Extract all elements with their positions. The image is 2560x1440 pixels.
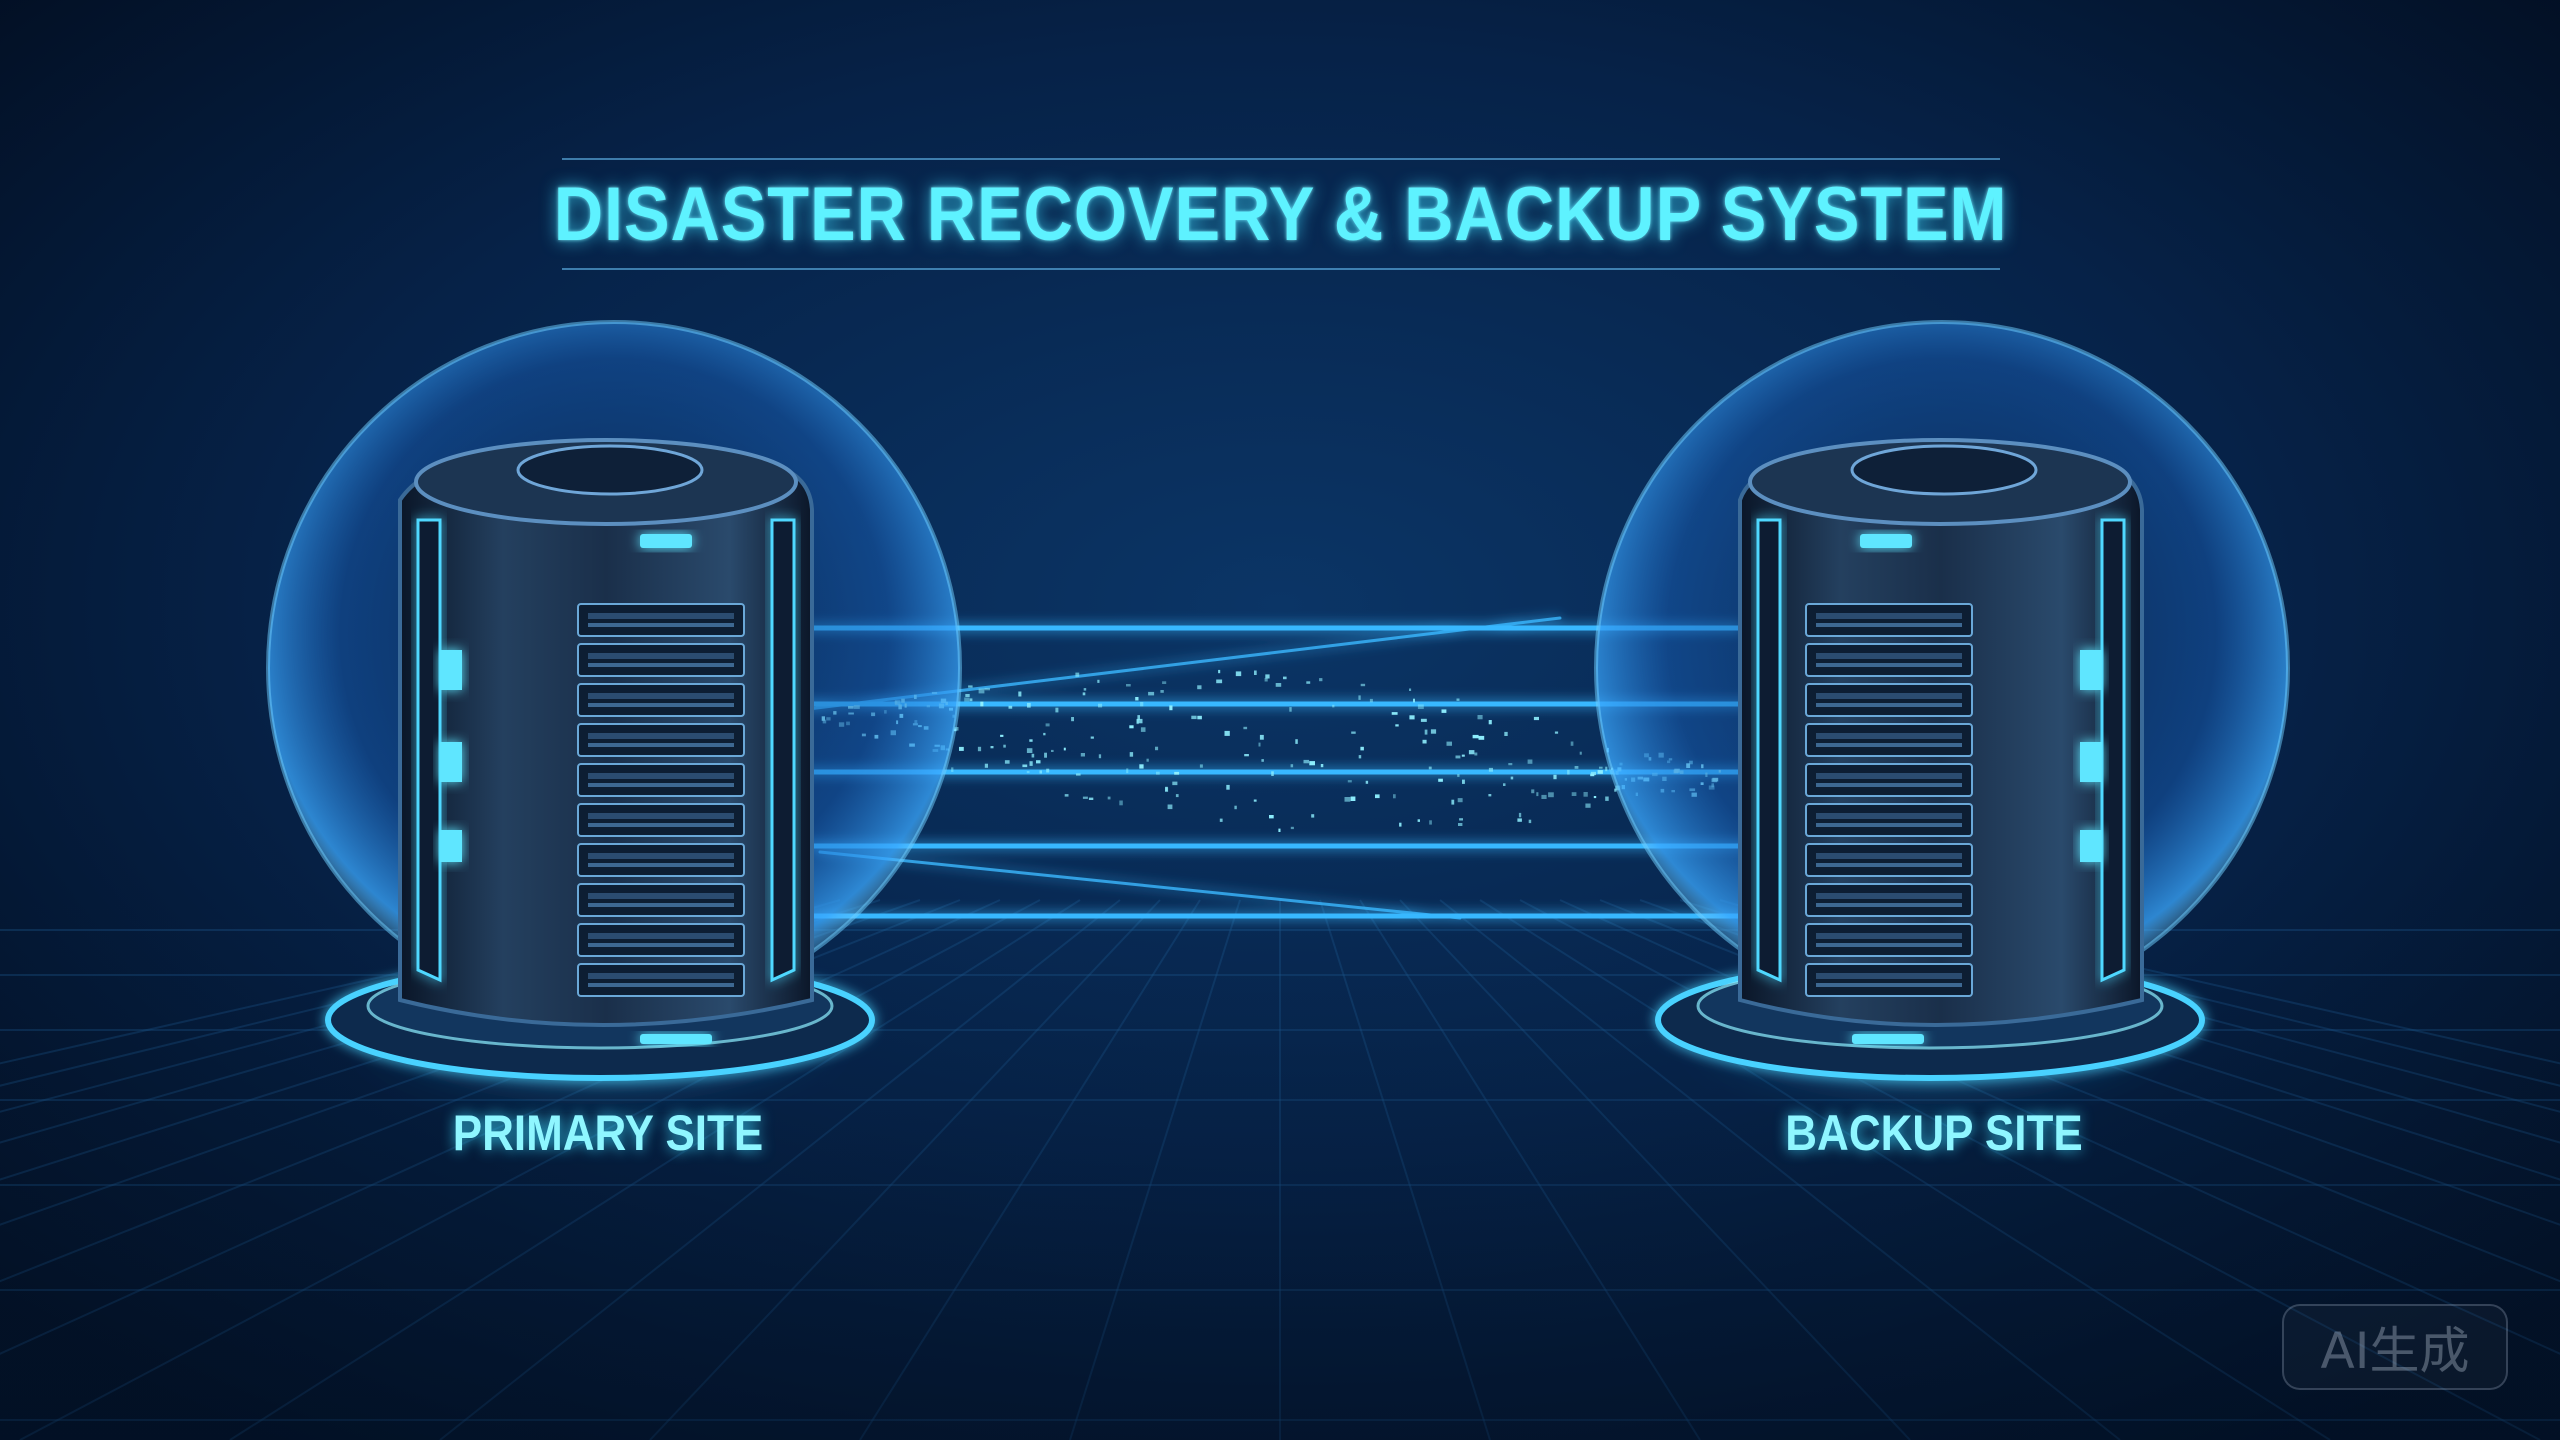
backup-site-label: BACKUP SITE (1785, 1105, 2083, 1161)
drive-bays (1805, 603, 1973, 997)
ai-generated-watermark: AI生成 (2282, 1304, 2508, 1390)
primary-site-label: PRIMARY SITE (452, 1105, 764, 1161)
page-title: DISASTER RECOVERY & BACKUP SYSTEM (554, 171, 2008, 257)
floor-shade (0, 900, 2560, 1440)
drive-bays (577, 603, 745, 997)
backup-site-server (1594, 320, 2290, 1100)
primary-site-server (266, 320, 962, 1100)
title-banner: DISASTER RECOVERY & BACKUP SYSTEM (554, 158, 2007, 270)
